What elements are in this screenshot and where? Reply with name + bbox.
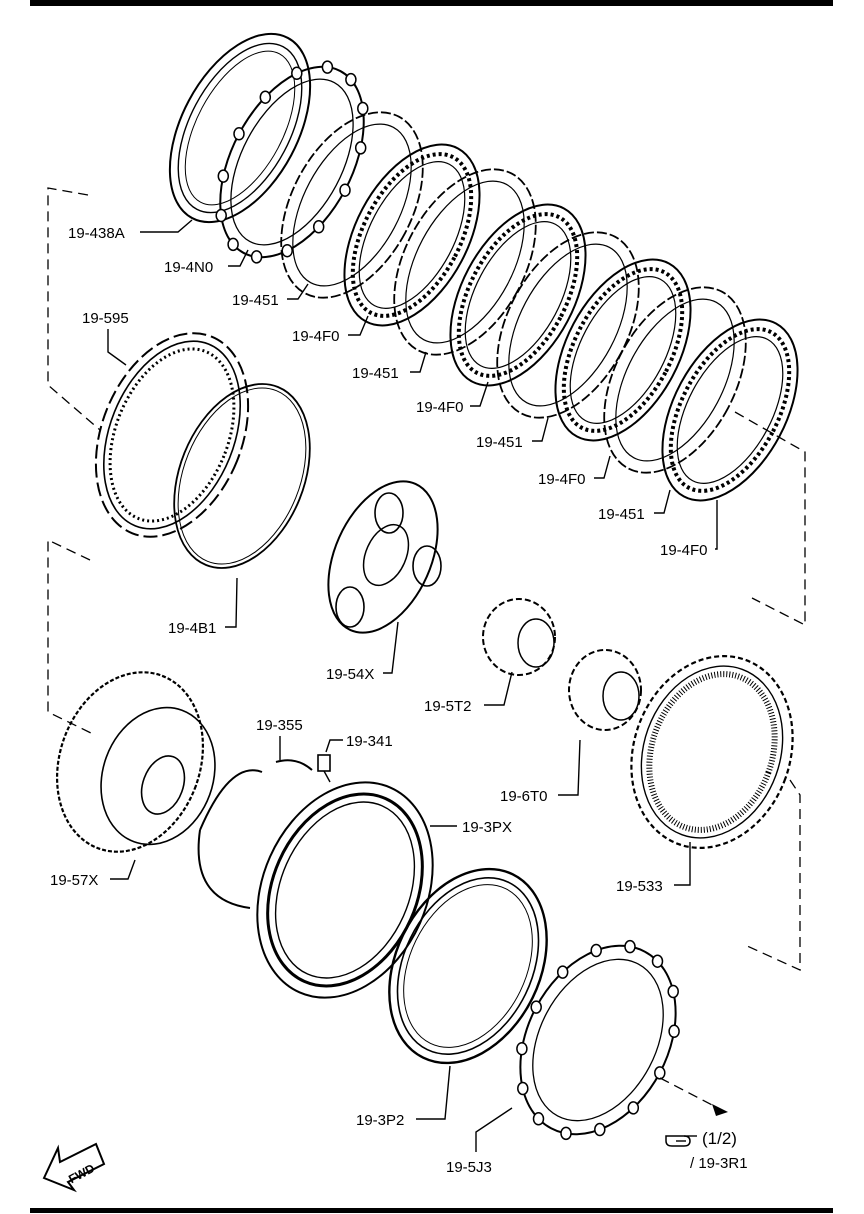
label-19-4F0-3: 19-4F0	[538, 471, 586, 488]
part-19-5T2-pinion	[482, 598, 556, 676]
part-19-4B1-snap-ring	[173, 383, 311, 569]
page-reference[interactable]: (1/2) / 19-3R1	[665, 1129, 748, 1172]
bottom-border	[30, 1208, 833, 1213]
part-19-4F0-disc-3	[554, 258, 692, 442]
stud	[516, 1041, 528, 1056]
part-19-4N0-plate	[215, 60, 369, 264]
part-19-4F0-disc-4	[661, 318, 799, 502]
fwd-arrow-icon: FWD	[42, 1142, 106, 1193]
leader-lines	[107, 219, 718, 1152]
part-19-3P2-piston	[388, 867, 548, 1065]
part-19-438A-seal	[168, 32, 312, 224]
label-19-54X: 19-54X	[326, 666, 374, 683]
part-19-57X-gear-assy	[55, 671, 216, 853]
stud	[560, 1126, 572, 1141]
part-19-533-ring-gear	[630, 655, 794, 849]
stud	[624, 939, 636, 954]
label-19-4F0-1: 19-4F0	[292, 328, 340, 345]
label-19-4F0-4: 19-4F0	[660, 542, 708, 559]
reference-page: (1/2)	[702, 1129, 737, 1148]
part-19-54X-carrier	[327, 480, 442, 634]
stud	[590, 943, 602, 958]
part-19-4F0-disc-2	[449, 203, 587, 387]
label-19-6T0: 19-6T0	[500, 788, 548, 805]
stud	[651, 954, 664, 968]
stud	[227, 237, 239, 252]
label-19-595: 19-595	[82, 310, 129, 327]
label-19-341: 19-341	[346, 733, 393, 750]
stud	[233, 127, 245, 141]
stud	[667, 984, 679, 999]
pointing-hand-icon	[665, 1135, 697, 1147]
part-19-6T0-pinion	[568, 649, 642, 731]
stud	[654, 1066, 666, 1080]
label-19-4B1: 19-4B1	[168, 620, 216, 637]
label-19-533: 19-533	[616, 878, 663, 895]
stud	[250, 250, 263, 264]
label-19-4F0-2: 19-4F0	[416, 399, 464, 416]
label-19-438A: 19-438A	[68, 225, 125, 242]
label-19-57X: 19-57X	[50, 872, 98, 889]
label-19-5T2: 19-5T2	[424, 698, 472, 715]
part-19-341-bolt	[317, 754, 331, 783]
stud	[556, 965, 569, 979]
part-19-3PX-housing	[256, 781, 434, 999]
top-border	[30, 0, 833, 6]
part-19-5J3-spring-plate	[516, 939, 680, 1141]
label-19-451-4: 19-451	[598, 506, 645, 523]
label-19-3PX: 19-3PX	[462, 819, 512, 836]
dashed-guides	[47, 187, 806, 1116]
stud	[532, 1112, 545, 1126]
stud	[312, 220, 325, 234]
label-19-5J3: 19-5J3	[446, 1159, 492, 1176]
part-19-451-disc-4	[603, 286, 747, 474]
label-19-355: 19-355	[256, 717, 303, 734]
stud	[321, 60, 334, 74]
part-19-595-drum	[94, 332, 250, 538]
part-19-451-disc-1	[280, 111, 424, 299]
stud	[517, 1081, 529, 1096]
stud	[627, 1101, 640, 1115]
label-19-3P2: 19-3P2	[356, 1112, 404, 1129]
label-19-451-3: 19-451	[476, 434, 523, 451]
stud	[215, 208, 227, 223]
stud	[594, 1122, 606, 1137]
label-19-451-1: 19-451	[232, 292, 279, 309]
stud	[354, 141, 367, 155]
label-19-4N0: 19-4N0	[164, 259, 213, 276]
part-19-355-retainer	[197, 759, 313, 909]
label-19-451-2: 19-451	[352, 365, 399, 382]
reference-target: / 19-3R1	[690, 1155, 748, 1172]
stud	[668, 1024, 680, 1039]
stud	[345, 72, 357, 87]
stud	[281, 243, 293, 258]
stud	[339, 183, 351, 197]
stud	[530, 1000, 542, 1014]
stud	[291, 66, 303, 81]
stud	[259, 90, 272, 104]
stud	[217, 169, 230, 183]
part-labels: 19-438A 19-4N0 19-451 19-4F0 19-451 19-4…	[50, 225, 708, 1176]
stud	[357, 101, 369, 116]
